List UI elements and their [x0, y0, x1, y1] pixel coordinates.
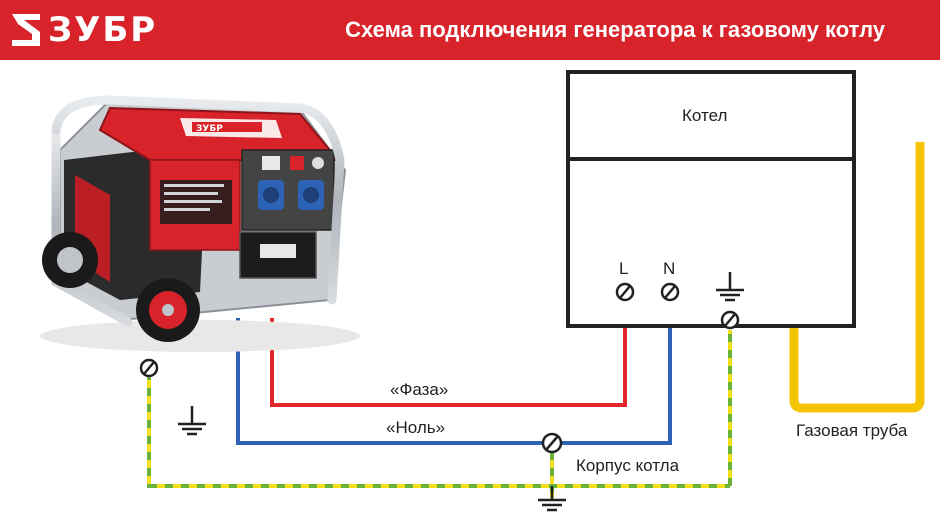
neutral-wire [236, 298, 672, 445]
ground-symbol-bottom-icon [538, 486, 566, 512]
gas-pipe-label: Газовая труба [796, 421, 908, 440]
housing-label: Корпус котла [576, 456, 680, 475]
page-title: Схема подключения генератора к газовому … [345, 17, 885, 42]
generator-image: ЗУБР [40, 95, 360, 352]
ground-symbol-boiler-icon [716, 272, 744, 302]
brand-logo: ЗУБР [10, 8, 157, 52]
ground-wire [147, 330, 732, 500]
brand-logo-icon [12, 14, 40, 46]
generator-brand-text: ЗУБР [196, 124, 223, 134]
terminal-generator-ground [139, 358, 159, 378]
terminal-housing [541, 432, 563, 454]
phase-wire [270, 298, 627, 407]
phase-wire-label: «Фаза» [390, 380, 449, 399]
header-bar: ЗУБР Схема подключения генератора к газо… [0, 0, 940, 60]
terminal-l-label: L [619, 259, 629, 278]
terminal-n-label: N [663, 259, 676, 278]
boiler-label: Котел [682, 106, 728, 125]
terminal-ground-boiler [720, 310, 740, 330]
terminal-n [660, 282, 680, 302]
neutral-wire-label: «Ноль» [386, 418, 446, 437]
gas-pipe [789, 142, 925, 413]
boiler [566, 70, 856, 328]
terminal-l [615, 282, 635, 302]
ground-symbol-generator-icon [178, 406, 206, 436]
brand-logo-text: ЗУБР [48, 10, 158, 50]
